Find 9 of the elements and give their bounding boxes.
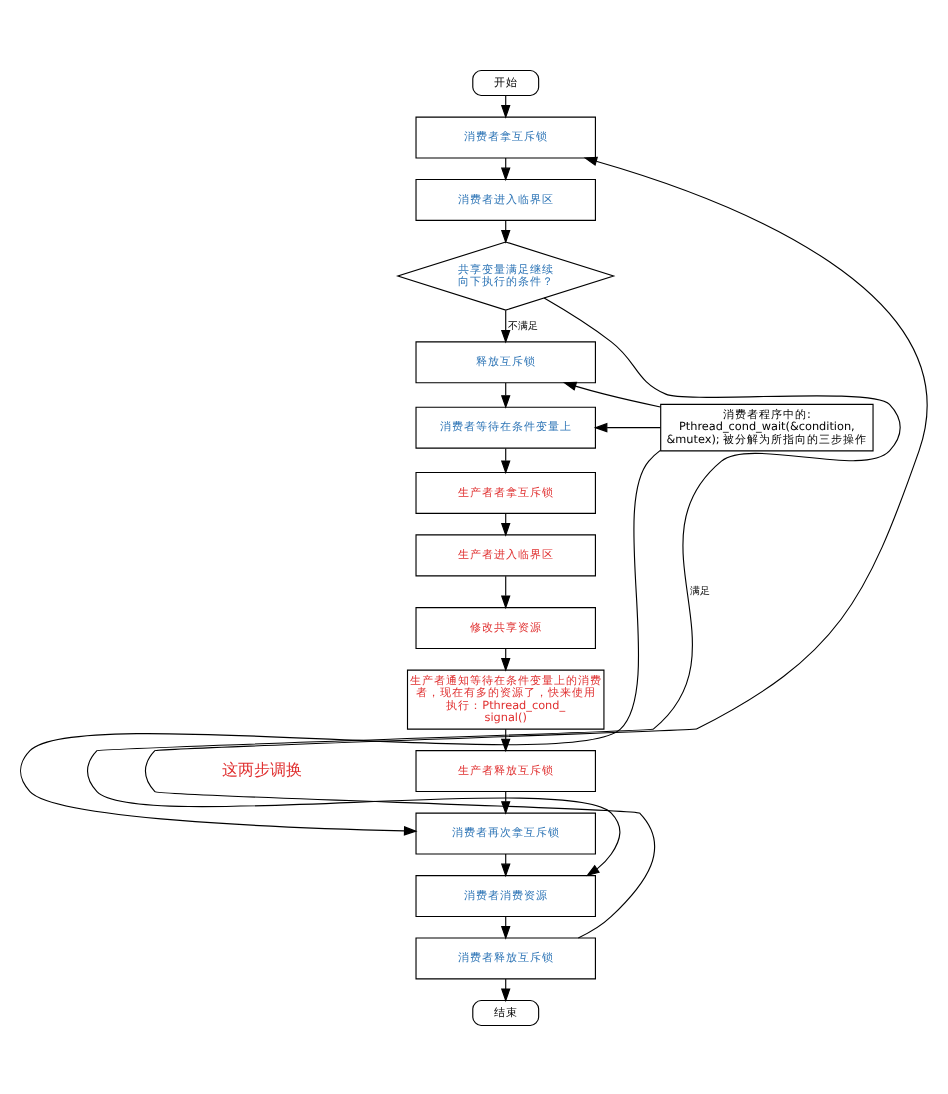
arrow <box>500 852 511 877</box>
arrow <box>500 574 511 609</box>
arrow <box>500 511 511 536</box>
arrow <box>593 421 661 432</box>
arrow <box>144 155 928 938</box>
arrow <box>86 296 901 876</box>
arrow <box>500 308 511 343</box>
arrow <box>500 156 511 181</box>
arrow <box>562 380 661 407</box>
